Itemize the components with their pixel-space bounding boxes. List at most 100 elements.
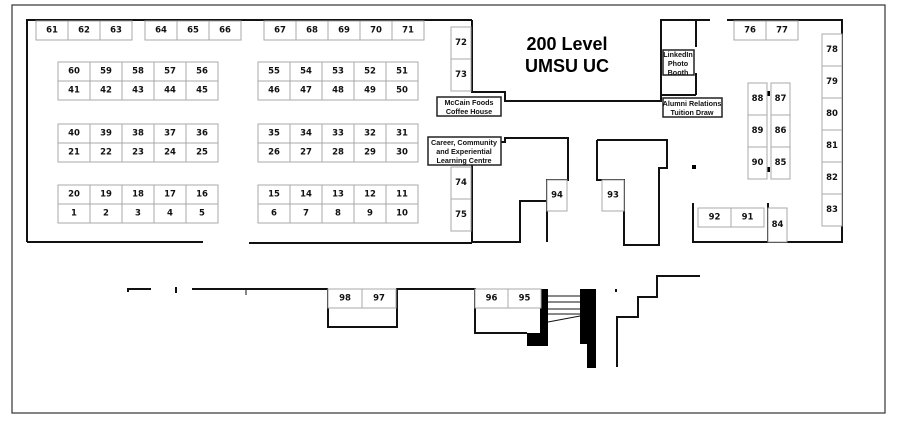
booth-62[interactable]: 62	[67, 20, 101, 41]
booth-94[interactable]: 94	[546, 179, 568, 212]
booth-83[interactable]: 83	[821, 193, 843, 227]
booth-91[interactable]: 91	[730, 207, 765, 228]
booth-7[interactable]: 7	[289, 203, 323, 224]
booth-37[interactable]: 37	[153, 123, 187, 144]
booth-36[interactable]: 36	[185, 123, 219, 144]
booth-42[interactable]: 42	[89, 80, 123, 101]
booth-52[interactable]: 52	[353, 61, 387, 82]
linkedin-photo-booth-label[interactable]: LinkedIn Photo Booth	[662, 49, 695, 77]
booth-20[interactable]: 20	[57, 184, 91, 205]
booth-11[interactable]: 11	[385, 184, 419, 205]
booth-50[interactable]: 50	[385, 80, 419, 101]
booth-4[interactable]: 4	[153, 203, 187, 224]
booth-22[interactable]: 22	[89, 142, 123, 163]
booth-29[interactable]: 29	[353, 142, 387, 163]
booth-78[interactable]: 78	[821, 33, 843, 67]
career-centre-label[interactable]: Career, Community and Experiential Learn…	[427, 136, 502, 166]
booth-55[interactable]: 55	[257, 61, 291, 82]
booth-15[interactable]: 15	[257, 184, 291, 205]
booth-75[interactable]: 75	[450, 198, 472, 232]
booth-84[interactable]: 84	[767, 207, 788, 243]
booth-95[interactable]: 95	[507, 288, 542, 309]
booth-69[interactable]: 69	[327, 20, 361, 41]
booth-38[interactable]: 38	[121, 123, 155, 144]
booth-97[interactable]: 97	[361, 288, 397, 309]
booth-82[interactable]: 82	[821, 161, 843, 195]
booth-43[interactable]: 43	[121, 80, 155, 101]
booth-2[interactable]: 2	[89, 203, 123, 224]
booth-73[interactable]: 73	[450, 58, 472, 92]
booth-32[interactable]: 32	[353, 123, 387, 144]
booth-28[interactable]: 28	[321, 142, 355, 163]
booth-47[interactable]: 47	[289, 80, 323, 101]
booth-93[interactable]: 93	[601, 179, 625, 212]
booth-61[interactable]: 61	[35, 20, 69, 41]
booth-10[interactable]: 10	[385, 203, 419, 224]
booth-49[interactable]: 49	[353, 80, 387, 101]
booth-54[interactable]: 54	[289, 61, 323, 82]
booth-74[interactable]: 74	[450, 166, 472, 200]
booth-26[interactable]: 26	[257, 142, 291, 163]
booth-45[interactable]: 45	[185, 80, 219, 101]
booth-80[interactable]: 80	[821, 97, 843, 131]
booth-71[interactable]: 71	[391, 20, 425, 41]
booth-66[interactable]: 66	[208, 20, 242, 41]
alumni-relations-label[interactable]: Alumni Relations Tuition Draw	[662, 97, 723, 118]
booth-13[interactable]: 13	[321, 184, 355, 205]
booth-79[interactable]: 79	[821, 65, 843, 99]
booth-27[interactable]: 27	[289, 142, 323, 163]
booth-56[interactable]: 56	[185, 61, 219, 82]
booth-18[interactable]: 18	[121, 184, 155, 205]
booth-57[interactable]: 57	[153, 61, 187, 82]
booth-17[interactable]: 17	[153, 184, 187, 205]
booth-30[interactable]: 30	[385, 142, 419, 163]
booth-65[interactable]: 65	[176, 20, 210, 41]
booth-14[interactable]: 14	[289, 184, 323, 205]
booth-76[interactable]: 76	[733, 20, 767, 41]
booth-64[interactable]: 64	[144, 20, 178, 41]
booth-48[interactable]: 48	[321, 80, 355, 101]
booth-35[interactable]: 35	[257, 123, 291, 144]
booth-88[interactable]: 88	[747, 82, 768, 116]
booth-90[interactable]: 90	[747, 146, 768, 180]
booth-92[interactable]: 92	[697, 207, 732, 228]
booth-6[interactable]: 6	[257, 203, 291, 224]
booth-9[interactable]: 9	[353, 203, 387, 224]
booth-5[interactable]: 5	[185, 203, 219, 224]
booth-89[interactable]: 89	[747, 114, 768, 148]
booth-98[interactable]: 98	[327, 288, 363, 309]
booth-68[interactable]: 68	[295, 20, 329, 41]
booth-21[interactable]: 21	[57, 142, 91, 163]
booth-39[interactable]: 39	[89, 123, 123, 144]
booth-16[interactable]: 16	[185, 184, 219, 205]
booth-19[interactable]: 19	[89, 184, 123, 205]
booth-58[interactable]: 58	[121, 61, 155, 82]
booth-67[interactable]: 67	[263, 20, 297, 41]
booth-63[interactable]: 63	[99, 20, 133, 41]
booth-44[interactable]: 44	[153, 80, 187, 101]
booth-60[interactable]: 60	[57, 61, 91, 82]
booth-33[interactable]: 33	[321, 123, 355, 144]
booth-23[interactable]: 23	[121, 142, 155, 163]
booth-12[interactable]: 12	[353, 184, 387, 205]
mccain-coffee-house-label[interactable]: McCain Foods Coffee House	[436, 96, 502, 117]
booth-51[interactable]: 51	[385, 61, 419, 82]
booth-53[interactable]: 53	[321, 61, 355, 82]
booth-81[interactable]: 81	[821, 129, 843, 163]
booth-25[interactable]: 25	[185, 142, 219, 163]
booth-41[interactable]: 41	[57, 80, 91, 101]
booth-24[interactable]: 24	[153, 142, 187, 163]
booth-1[interactable]: 1	[57, 203, 91, 224]
booth-34[interactable]: 34	[289, 123, 323, 144]
booth-3[interactable]: 3	[121, 203, 155, 224]
booth-8[interactable]: 8	[321, 203, 355, 224]
booth-72[interactable]: 72	[450, 26, 472, 60]
booth-86[interactable]: 86	[770, 114, 791, 148]
booth-96[interactable]: 96	[474, 288, 509, 309]
booth-31[interactable]: 31	[385, 123, 419, 144]
booth-59[interactable]: 59	[89, 61, 123, 82]
booth-40[interactable]: 40	[57, 123, 91, 144]
booth-46[interactable]: 46	[257, 80, 291, 101]
booth-85[interactable]: 85	[770, 146, 791, 180]
booth-77[interactable]: 77	[765, 20, 799, 41]
